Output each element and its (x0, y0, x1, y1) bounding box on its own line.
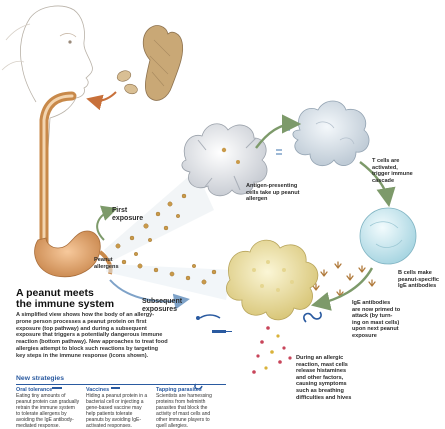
label-peanut-allergens: Peanut allergens (94, 257, 119, 270)
esophagus (39, 91, 77, 251)
strategy-oral-tolerance-title: Oral tolerance (16, 387, 53, 393)
ige-antibodies (312, 261, 376, 297)
peanut-allergen-particles (115, 193, 217, 285)
strategy-oral-tolerance-text: Eating tiny amounts of peanut protein ca… (16, 393, 80, 429)
label-ige-antibodies: IgE antibodies are now primed to attack … (352, 300, 401, 339)
vaccine-icon (212, 330, 232, 333)
label-first-exposure: First exposure (112, 207, 144, 222)
mast-cell (226, 239, 319, 321)
antigen-presenting-cell (181, 123, 268, 197)
peanut-illustration (116, 25, 184, 101)
strategy-tapping-parasites-title: Tapping parasites (156, 387, 202, 393)
new-strategies-rule (16, 384, 226, 385)
strategy-vaccine-icon (111, 387, 120, 389)
arrow-subsequent-exposure (109, 279, 190, 310)
label-antigen-presenting-cells: Antigen-presenting cells take up peanut … (246, 183, 300, 203)
arrow-tcell-to-bcell (359, 161, 396, 208)
strategy-tapping-parasites: Tapping parasites Scientists are harness… (156, 387, 220, 429)
arrow-peanut-to-mouth (86, 91, 117, 111)
arrow-bcell-to-mastcell (310, 267, 374, 311)
new-strategies-heading: New strategies (16, 375, 64, 382)
diagram-intro: A simplified view shows how the body of … (16, 312, 168, 359)
label-mast-cell-reaction: During an allergic reaction, mast cells … (296, 355, 352, 401)
bottom-pathway-beam (106, 264, 232, 300)
diagram-title: A peanut meets the immune system (16, 287, 115, 310)
strategy-vaccines-title: Vaccines (86, 387, 110, 393)
parasite-icon (303, 311, 322, 323)
arrow-apc-to-tcell (255, 114, 302, 149)
stomach (34, 230, 101, 278)
strategy-vaccines-text: Hiding a peanut protein in a bacterial c… (86, 393, 148, 429)
strategy-tapping-parasites-text: Scientists are harnessing proteins from … (156, 393, 212, 429)
label-subsequent-exposures: Subsequent exposures (142, 298, 183, 313)
b-cell (359, 207, 417, 265)
histamine-granules (252, 326, 292, 374)
strategy-vaccines: Vaccines Hiding a peanut protein in a ba… (86, 387, 150, 429)
label-b-cells: B cells make peanut-specific IgE antibod… (398, 270, 440, 290)
strategy-oral-tolerance: Oral tolerance Eating tiny amounts of pe… (16, 387, 80, 429)
label-t-cells: T cells are activated, trigger immune ca… (372, 158, 413, 184)
t-cell (292, 100, 370, 167)
arrow-first-exposure (96, 205, 118, 241)
receptor-pairs (276, 125, 290, 155)
oral-tolerance-icon (196, 314, 221, 320)
